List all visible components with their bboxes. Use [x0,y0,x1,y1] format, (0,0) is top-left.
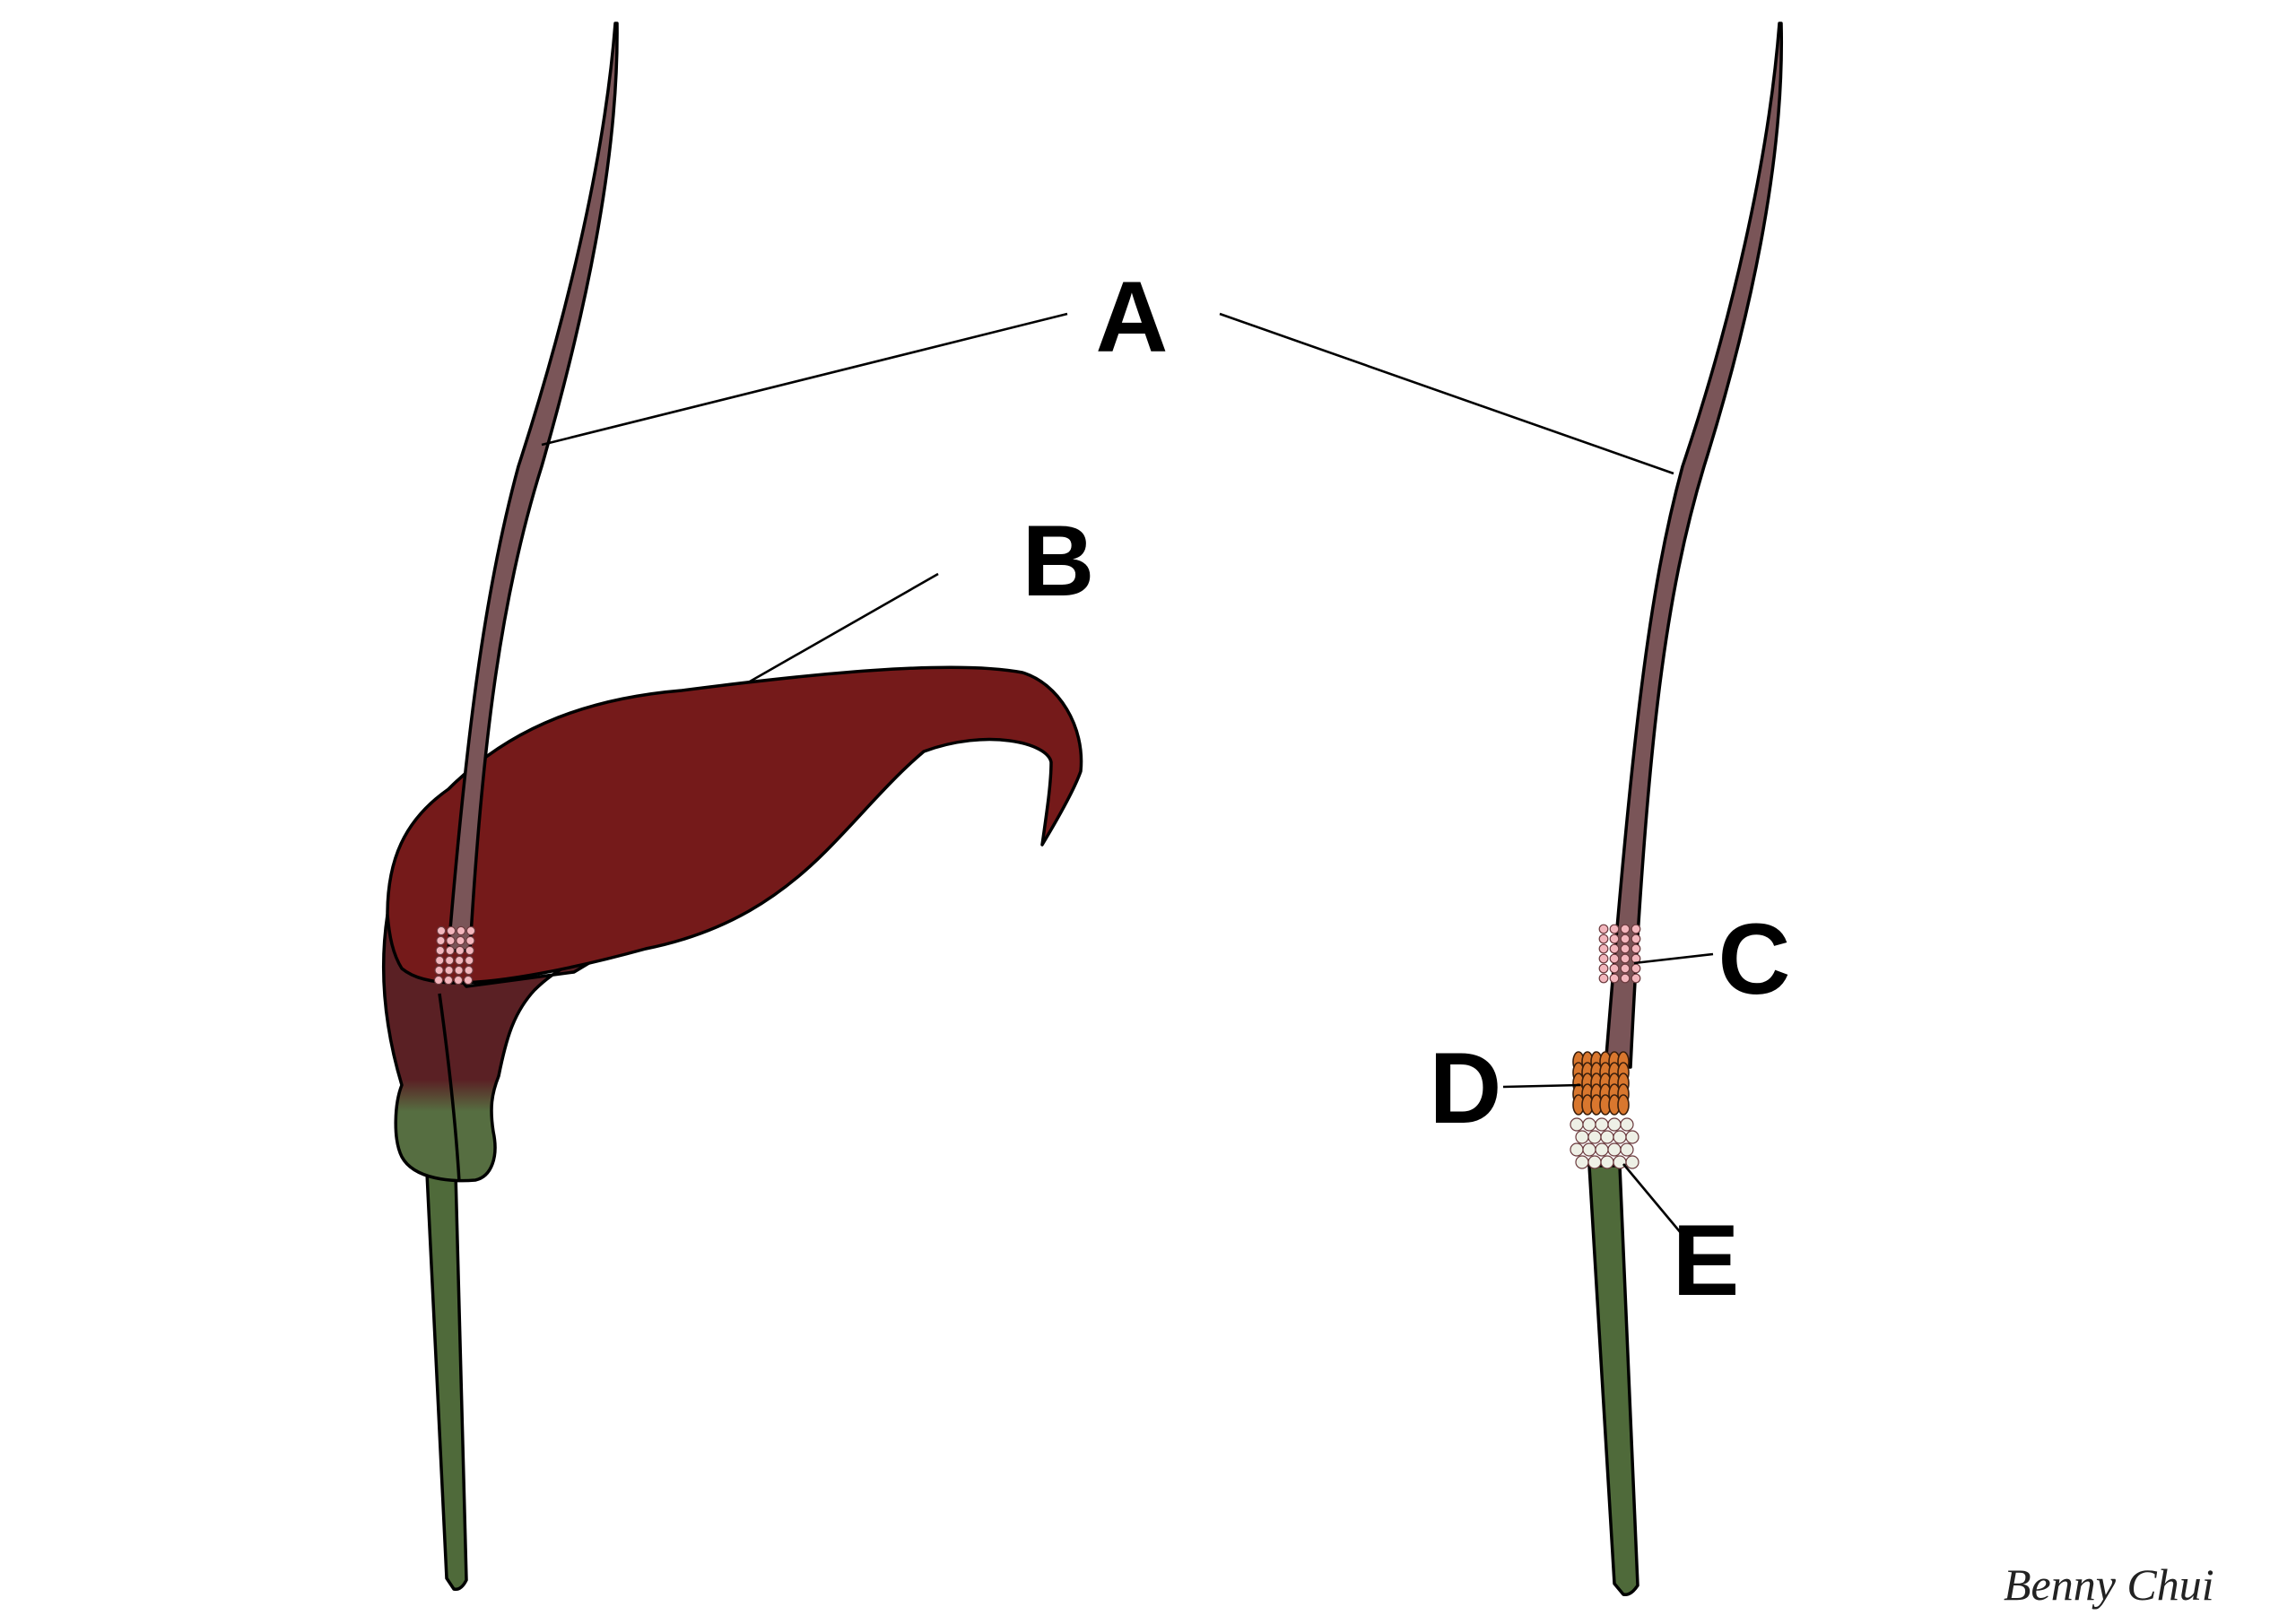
female-flower [1570,1142,1584,1157]
sterile-flower [456,925,466,936]
label-d: D [1430,1032,1502,1144]
sterile-flower [1609,953,1620,964]
sterile-flower [456,935,465,946]
sterile-flower [1609,943,1620,954]
female-flower [1595,1142,1609,1157]
female-flower [1620,1117,1634,1132]
sterile-flower [1620,924,1631,934]
sterile-flower [1609,963,1620,974]
sterile-flower [445,955,455,966]
sterile-flower [434,965,444,976]
sterile-flower [1598,943,1609,954]
sterile-flower [1620,934,1631,944]
sterile-flower [1609,924,1620,934]
sterile-flower [1620,953,1631,964]
female-flower [1600,1155,1614,1169]
female-flower [1582,1117,1596,1132]
female-flower [1595,1117,1609,1132]
right-plant [1570,22,1784,1597]
right-spadix-appendage [1604,22,1784,1069]
sterile-flower [465,925,476,936]
female-flower [1575,1130,1589,1144]
sterile-flower [436,935,446,946]
leader-a-right [1219,312,1674,475]
sterile-flower [1631,943,1641,954]
sterile-flower [1631,963,1641,974]
sterile-flower [1609,973,1620,984]
label-b: B [1022,505,1095,617]
sterile-flower [443,975,454,986]
left-plant [382,22,1083,1592]
left-sterile-flowers [433,925,476,986]
sterile-flower [1631,924,1641,934]
sterile-flower [465,945,475,956]
artist-signature: Benny Chui [2004,1559,2214,1610]
sterile-flower [454,965,464,976]
sterile-flower [436,925,447,936]
sterile-flower [1598,924,1609,934]
leader-a-left [541,312,1068,447]
sterile-flower [1598,963,1609,974]
sterile-flower [463,975,474,986]
sterile-flower [445,945,455,956]
sterile-flower [435,945,445,956]
sterile-flower [444,965,454,976]
female-flower [1600,1130,1614,1144]
sterile-flower [1609,934,1620,944]
female-flower [1607,1117,1622,1132]
female-flower [1625,1155,1639,1169]
labels: A B C D E [1022,261,1791,1316]
left-peduncle [425,1171,468,1592]
sterile-flower [1598,953,1609,964]
sterile-flower [435,955,445,966]
right-male-flowers [1572,1051,1630,1116]
label-e: E [1673,1204,1740,1316]
sterile-flower [453,975,464,986]
sterile-flower [1598,973,1609,984]
left-spathe-fold [438,993,461,1183]
female-flower [1582,1142,1596,1157]
leader-c [1633,952,1714,965]
female-flower [1607,1142,1622,1157]
sterile-flower [1631,934,1641,944]
label-c: C [1718,903,1791,1015]
female-flower [1620,1142,1634,1157]
sterile-flower [464,965,474,976]
sterile-flower [1620,963,1631,974]
left-spathe-blade [386,665,1083,985]
female-flower [1587,1155,1602,1169]
leader-b [749,572,939,683]
sterile-flower [1598,934,1609,944]
sterile-flower [446,935,456,946]
female-flower [1570,1117,1584,1132]
label-a: A [1096,261,1169,373]
female-flower [1613,1130,1627,1144]
sterile-flower [455,955,465,966]
male-flower [1617,1094,1630,1116]
right-peduncle [1587,1164,1639,1597]
sterile-flower [465,955,474,966]
right-sterile-flowers [1598,924,1641,984]
female-flower [1575,1155,1589,1169]
female-flower [1625,1130,1639,1144]
sterile-flower [1620,973,1631,984]
right-female-flowers [1570,1117,1639,1169]
sterile-flower [455,945,465,956]
sterile-flower [465,935,475,946]
female-flower [1587,1130,1602,1144]
sterile-flower [446,925,457,936]
leader-lines [541,312,1714,1240]
leader-e [1622,1163,1687,1240]
sterile-flower [1631,973,1641,984]
sterile-flower [433,975,444,986]
leader-d [1502,1083,1581,1089]
sterile-flower [1620,943,1631,954]
